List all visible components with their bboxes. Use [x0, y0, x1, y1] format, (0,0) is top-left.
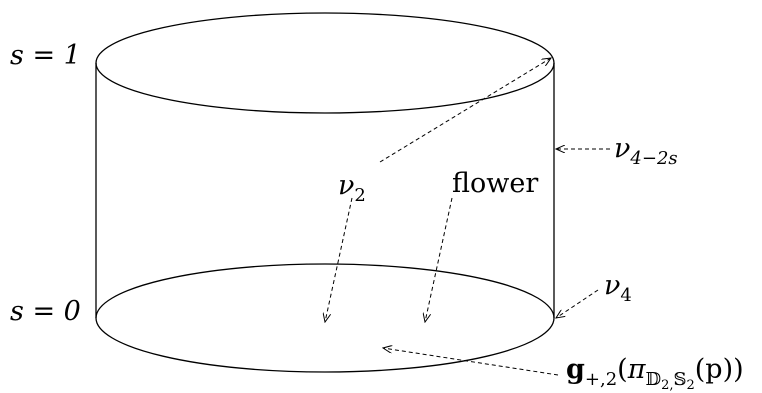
label-nu4: ν4	[604, 270, 632, 306]
nu2-arrow-up	[379, 58, 551, 163]
bottom-ellipse	[95, 263, 555, 373]
flower-arrow	[425, 197, 453, 322]
label-nu2: ν2	[338, 170, 366, 206]
label-s-top: s = 1	[10, 40, 81, 71]
label-flower: flower	[452, 168, 539, 199]
label-g: g+,2(π𝔻2,𝕊2(p))	[566, 354, 744, 393]
top-ellipse	[95, 12, 555, 114]
label-s-bottom: s = 0	[10, 296, 81, 327]
nu2-arrow-down	[325, 197, 353, 322]
nu4-arrow	[556, 289, 599, 318]
g-arrow	[383, 348, 559, 376]
label-nu-side: ν4−2s	[614, 133, 678, 169]
